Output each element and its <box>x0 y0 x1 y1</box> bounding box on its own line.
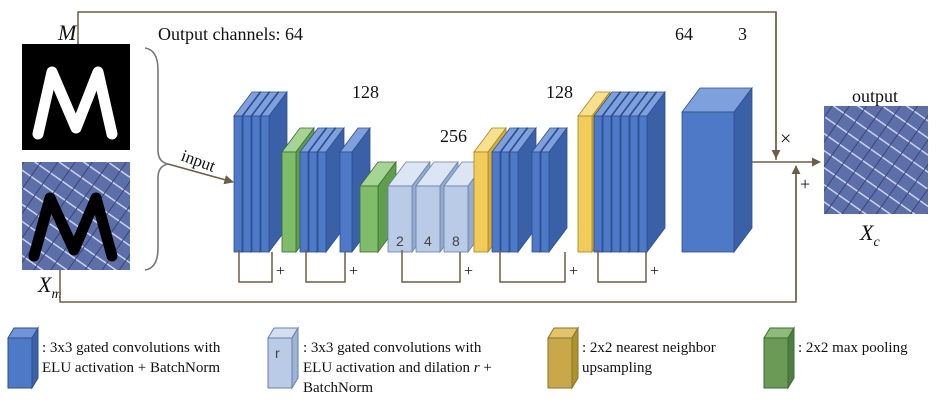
legend-upsample-line1: : 2x2 nearest neighbor <box>582 340 716 356</box>
plus-3: + <box>464 263 473 280</box>
layer-slab-conv <box>681 86 753 254</box>
channels-256-label: 256 <box>440 126 467 146</box>
dilation-2-label: 2 <box>396 233 404 249</box>
legend-conv-line1: : 3x3 gated convolutions with <box>42 340 221 356</box>
legend: : 3x3 gated convolutions with ELU activa… <box>7 326 908 396</box>
mask-label: M <box>57 20 78 45</box>
mask-image <box>22 44 130 150</box>
legend-conv-line2: ELU activation + BatchNorm <box>42 360 220 376</box>
input-brace <box>144 47 169 271</box>
residual-loop-1 <box>238 250 273 283</box>
legend-pool-line1: : 2x2 max pooling <box>798 340 908 356</box>
legend-dilated-line2: ELU activation and dilation r + <box>303 360 492 376</box>
plus-output: + <box>800 174 810 194</box>
masked-input-label: Xm <box>37 272 62 302</box>
layer-slab-conv <box>540 126 568 254</box>
layer-slab-conv <box>317 126 345 254</box>
plus-1: + <box>276 263 285 280</box>
residual-loop-4 <box>499 250 566 283</box>
dilation-4-label: 4 <box>424 233 432 249</box>
residual-loop-3 <box>401 250 461 283</box>
output-channels-label: Output channels: 64 <box>158 24 303 44</box>
layer-slab-conv <box>509 126 537 254</box>
legend-upsample-swatch <box>547 326 579 390</box>
legend-dilated-line3: BatchNorm <box>303 380 373 396</box>
channels-128-decoder-label: 128 <box>546 82 573 102</box>
channels-64-decoder-label: 64 <box>675 24 693 44</box>
masked-input-image <box>22 162 130 270</box>
residual-loop-2 <box>305 250 346 283</box>
input-arrow <box>167 163 234 185</box>
legend-dilated-line1: : 3x3 gated convolutions with <box>303 340 482 356</box>
output-label: output <box>852 86 898 106</box>
layer-slab-conv <box>638 90 666 254</box>
residual-loop-5 <box>597 250 647 283</box>
channels-128-label: 128 <box>352 82 379 102</box>
plus-5: + <box>650 263 659 280</box>
legend-pool-swatch <box>763 326 795 390</box>
residual-connections <box>238 250 647 283</box>
legend-dilated-swatch: r <box>267 326 299 390</box>
multiply-symbol: × <box>780 128 791 150</box>
dilation-8-label: 8 <box>452 233 460 249</box>
legend-conv-swatch <box>7 326 39 390</box>
svg-text:r: r <box>275 345 280 361</box>
plus-4: + <box>569 263 578 280</box>
layer-stack <box>233 86 753 254</box>
output-image <box>824 106 928 214</box>
legend-upsample-line2: upsampling <box>582 360 652 376</box>
plus-2: + <box>349 263 358 280</box>
input-label: input <box>179 146 219 176</box>
output-image-label: Xc <box>859 220 880 250</box>
channels-3-label: 3 <box>738 24 747 44</box>
